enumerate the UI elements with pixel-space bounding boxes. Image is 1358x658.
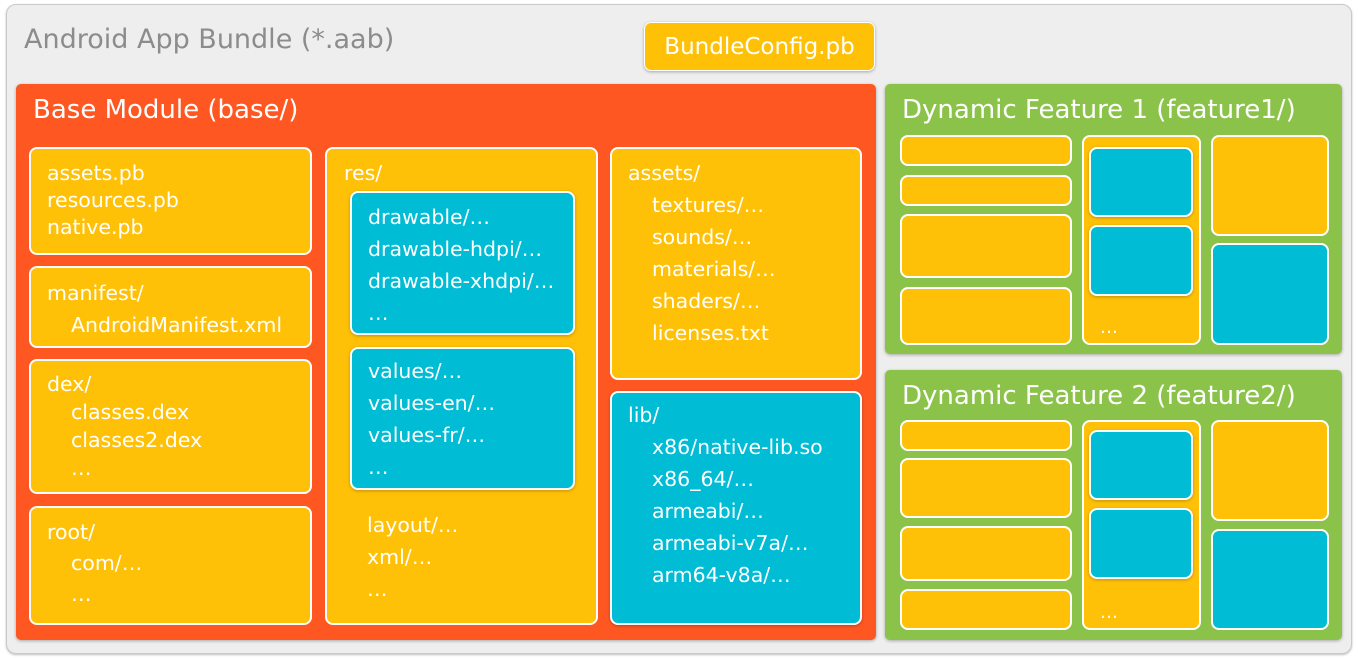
protobuf-files-box: assets.pb resources.pb native.pb	[29, 147, 312, 255]
feature2-blue-box	[1211, 529, 1329, 630]
lib-dir: lib/	[628, 403, 660, 427]
feature1-box	[900, 135, 1072, 166]
assets-textures: textures/…	[652, 193, 765, 217]
feature2-box	[900, 420, 1072, 451]
file-classes-dex: classes.dex	[71, 400, 190, 424]
feature1-box	[900, 175, 1072, 206]
file-android-manifest: AndroidManifest.xml	[71, 313, 283, 337]
lib-arm64-v8a: arm64-v8a/…	[652, 563, 791, 587]
dex-more: …	[71, 456, 92, 480]
file-resources-pb: resources.pb	[47, 188, 179, 212]
res-drawable-hdpi: drawable-hdpi/…	[368, 237, 543, 261]
res-values-fr: values-fr/…	[368, 423, 486, 447]
feature2-more: …	[1100, 602, 1118, 623]
res-layout: layout/…	[367, 513, 459, 537]
file-classes2-dex: classes2.dex	[71, 428, 203, 452]
feature1-title: Dynamic Feature 1 (feature1/)	[902, 95, 1296, 125]
assets-sounds: sounds/…	[652, 225, 753, 249]
root-box: root/ com/… …	[29, 506, 312, 625]
dex-dir: dex/	[47, 372, 92, 396]
feature2-box	[900, 589, 1072, 630]
res-drawable-more: …	[368, 301, 389, 325]
lib-box: lib/ x86/native-lib.so x86_64/… armeabi/…	[610, 391, 862, 625]
res-dir: res/	[344, 161, 383, 185]
lib-x86: x86/native-lib.so	[652, 435, 823, 459]
assets-licenses: licenses.txt	[652, 321, 769, 345]
file-native-pb: native.pb	[47, 215, 144, 239]
feature1-box	[1211, 135, 1329, 236]
file-assets-pb: assets.pb	[47, 161, 145, 185]
lib-armeabi-v7a: armeabi-v7a/…	[652, 531, 809, 555]
base-module-title: Base Module (base/)	[33, 95, 299, 125]
assets-materials: materials/…	[652, 257, 776, 281]
res-values-box: values/… values-en/… values-fr/… …	[350, 347, 575, 490]
feature2-blue-box	[1089, 508, 1193, 579]
feature1-blue-box	[1211, 243, 1329, 345]
lib-armeabi: armeabi/…	[652, 499, 764, 523]
feature2-box	[1211, 420, 1329, 521]
feature1-blue-box	[1089, 147, 1193, 217]
lib-x86-64: x86_64/…	[652, 467, 754, 491]
res-drawable: drawable/…	[368, 205, 491, 229]
bundle-config-file: BundleConfig.pb	[644, 22, 875, 71]
dex-box: dex/ classes.dex classes2.dex …	[29, 359, 312, 494]
res-values-en: values-en/…	[368, 391, 496, 415]
feature2-blue-box	[1089, 430, 1193, 500]
feature2-title: Dynamic Feature 2 (feature2/)	[902, 381, 1296, 411]
res-values: values/…	[368, 359, 463, 383]
feature1-more: …	[1100, 317, 1118, 338]
feature1-box	[900, 287, 1072, 345]
assets-box: assets/ textures/… sounds/… materials/… …	[610, 147, 862, 380]
assets-shaders: shaders/…	[652, 289, 761, 313]
feature2-box	[900, 526, 1072, 581]
res-drawable-box: drawable/… drawable-hdpi/… drawable-xhdp…	[350, 191, 575, 335]
root-com-dir: com/…	[71, 551, 143, 575]
res-more: …	[367, 577, 388, 601]
assets-dir: assets/	[628, 161, 701, 185]
res-other-list: layout/… xml/… …	[367, 509, 458, 605]
res-xml: xml/…	[367, 545, 433, 569]
res-values-more: …	[368, 455, 389, 479]
res-drawable-xhdpi: drawable-xhdpi/…	[368, 269, 555, 293]
feature2-box	[900, 458, 1072, 518]
feature1-blue-box	[1089, 225, 1193, 296]
root-more: …	[71, 582, 92, 606]
bundle-title: Android App Bundle (*.aab)	[24, 24, 395, 55]
feature1-box	[900, 214, 1072, 278]
manifest-box: manifest/ AndroidManifest.xml	[29, 266, 312, 348]
root-dir: root/	[47, 520, 96, 544]
manifest-dir: manifest/	[47, 281, 144, 305]
